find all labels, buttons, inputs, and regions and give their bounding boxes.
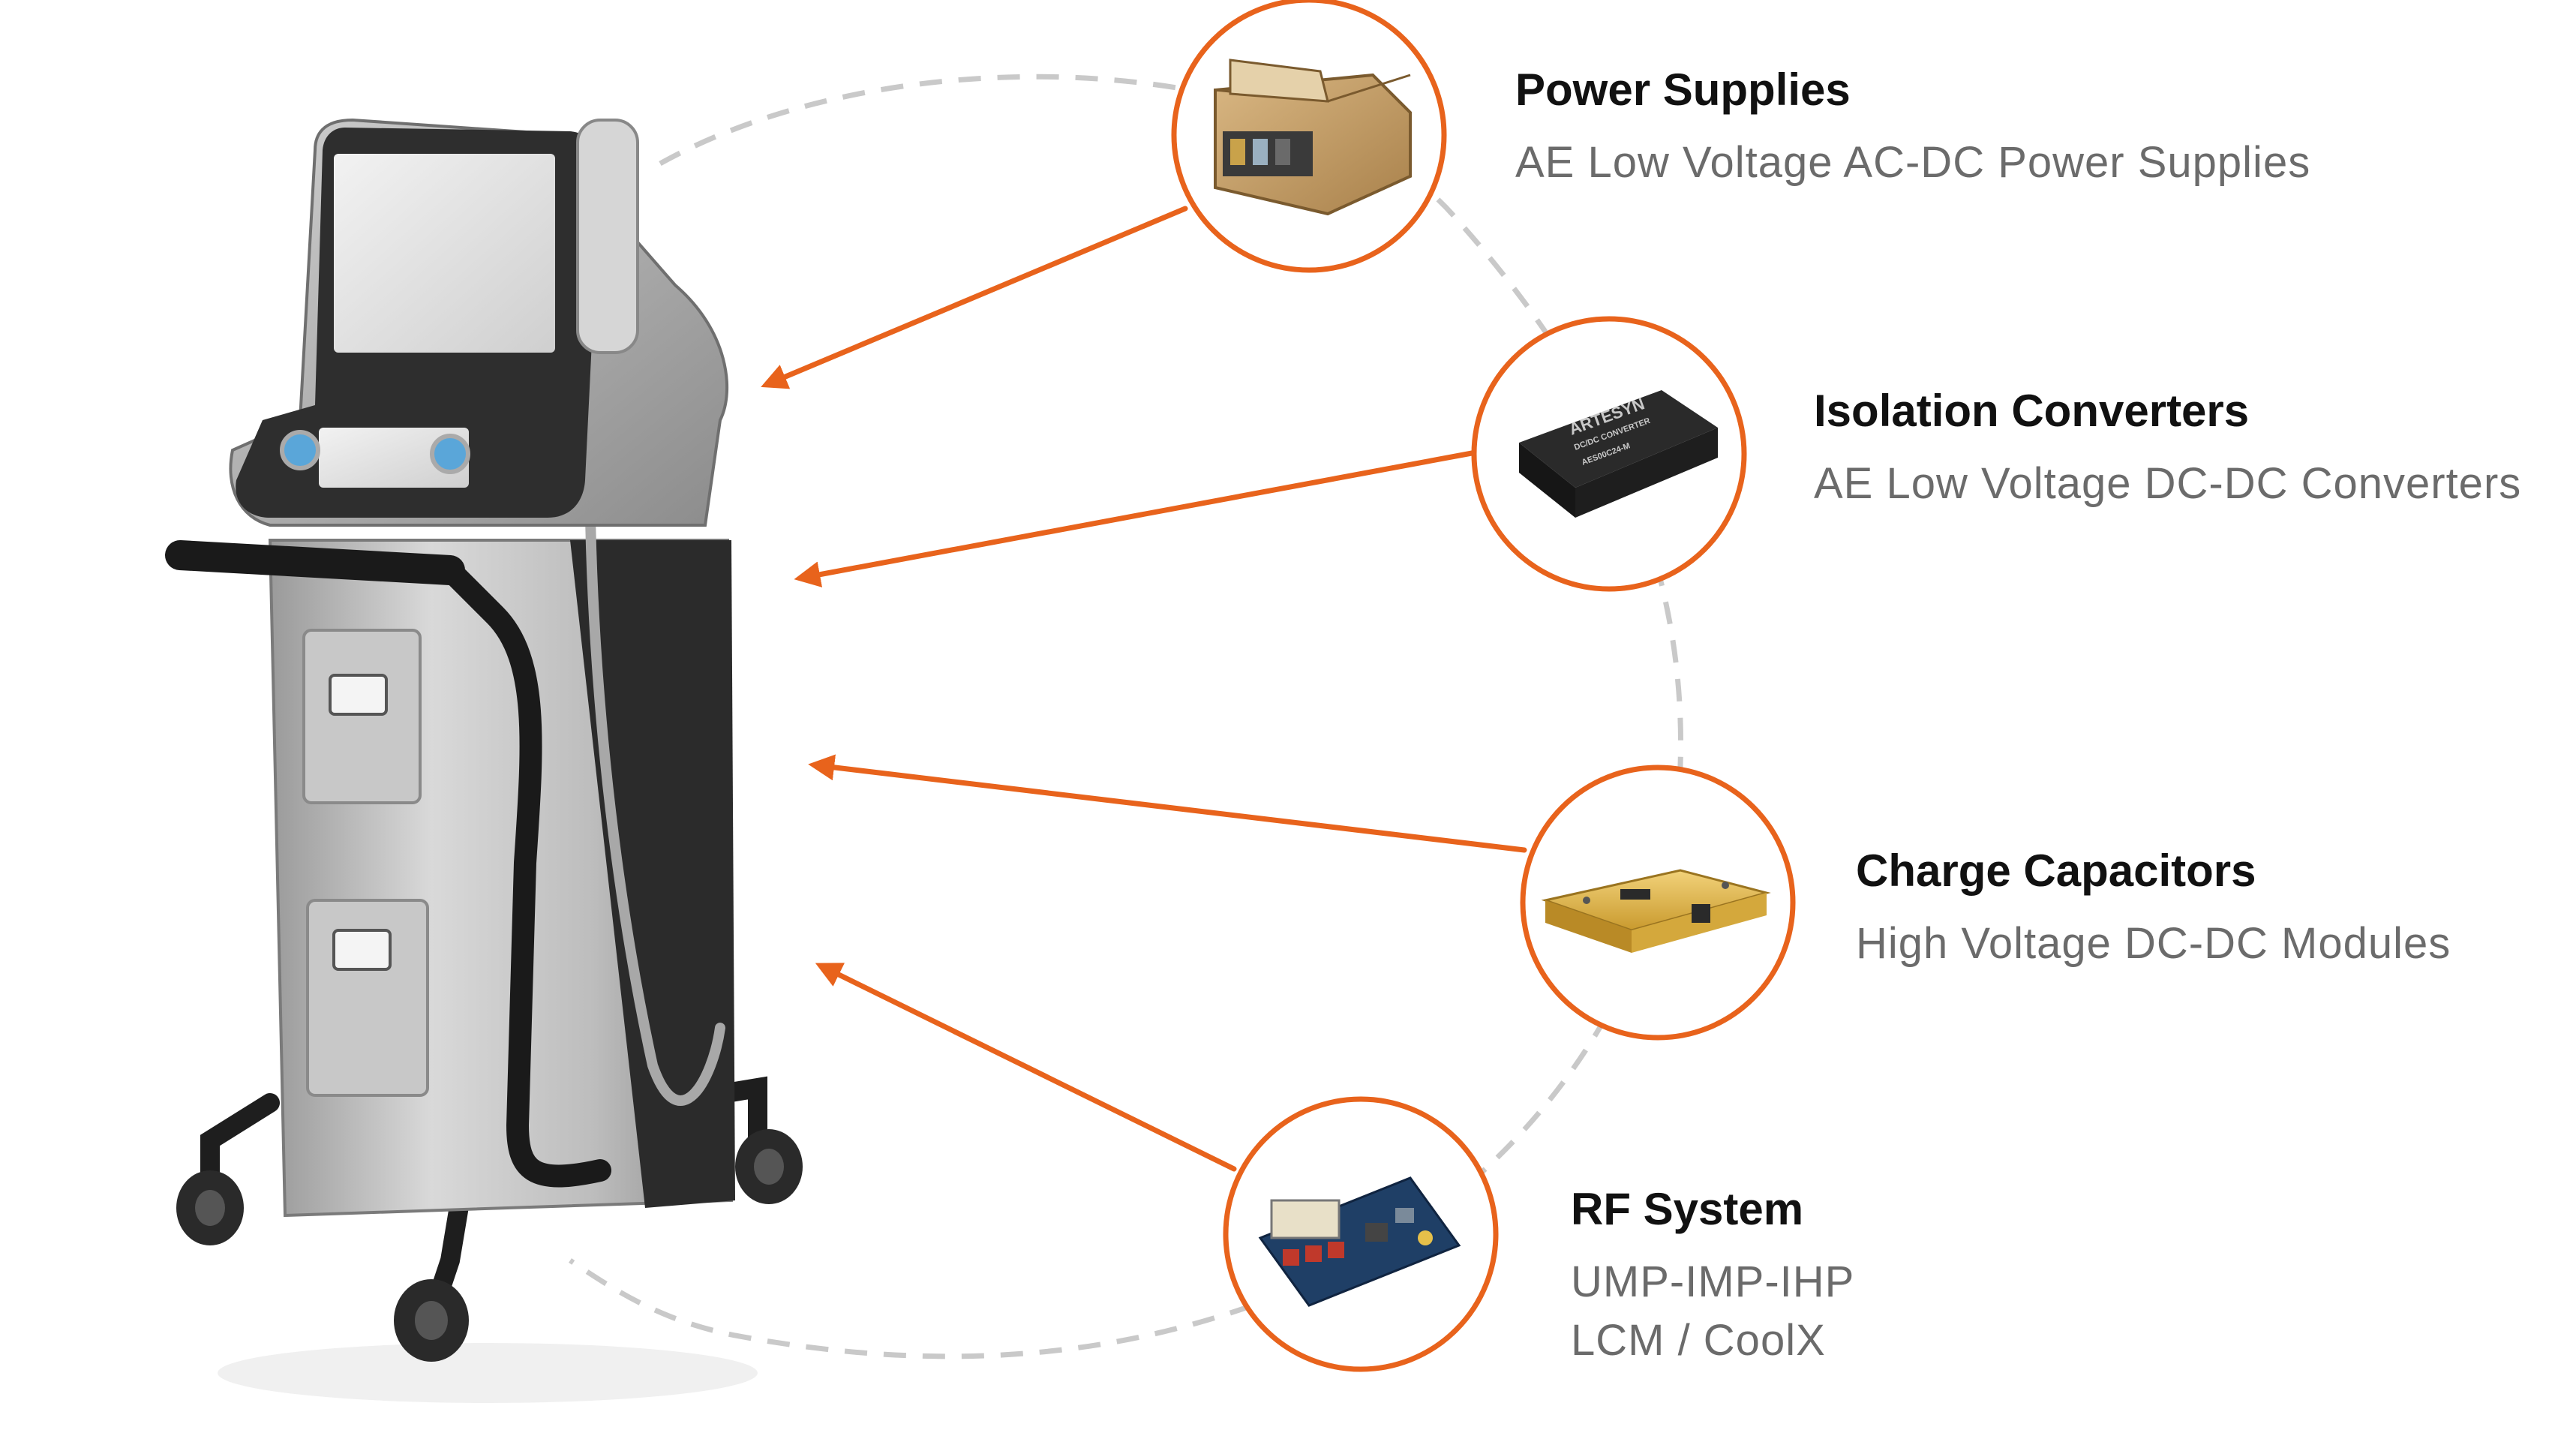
- component-title: Power Supplies: [1515, 65, 1851, 115]
- label-isolation-converters: Isolation Converters AE Low Voltage DC-D…: [1814, 384, 2521, 513]
- component-subtitle: AE Low Voltage DC-DC Converters: [1814, 459, 2522, 508]
- component-subtitle: UMP-IMP-IHP: [1571, 1257, 1855, 1306]
- drawer-lower: [306, 899, 429, 1097]
- label-charge-capacitors: Charge Capacitors High Voltage DC-DC Mod…: [1856, 844, 2451, 973]
- wheel: [176, 1170, 244, 1245]
- arrow-rf-system: [815, 963, 1237, 1172]
- medical-cart-device: [165, 118, 803, 1403]
- component-subtitle: LCM / CoolX: [1571, 1316, 1826, 1365]
- dc-dc-converter-chip-icon: ARTESYN DC/DC CONVERTER AES00C24-M: [1471, 316, 1747, 592]
- handpiece: [576, 119, 639, 354]
- arrow-charge-capacitors: [808, 754, 1527, 853]
- wheel: [735, 1129, 803, 1204]
- component-title: Isolation Converters: [1814, 386, 2250, 436]
- drawer-upper: [302, 629, 422, 804]
- device-screen: [334, 154, 555, 353]
- control-knob: [430, 434, 470, 474]
- control-display: [319, 428, 469, 488]
- arrows: [761, 206, 1527, 1172]
- component-subtitle: AE Low Voltage AC-DC Power Supplies: [1515, 138, 2311, 187]
- arrow-isolation-converters: [794, 450, 1475, 587]
- control-knob: [280, 430, 320, 470]
- component-title: Charge Capacitors: [1856, 846, 2256, 896]
- arrow-power-supplies: [761, 206, 1188, 389]
- component-title: RF System: [1571, 1184, 1804, 1234]
- component-subtitle: High Voltage DC-DC Modules: [1856, 919, 2451, 968]
- hv-dc-dc-module-icon: [1520, 765, 1796, 1041]
- rf-circuit-board-icon: [1223, 1096, 1499, 1372]
- power-supply-module-icon: [1171, 0, 1447, 273]
- label-rf-system: RF System UMP-IMP-IHP LCM / CoolX: [1571, 1182, 1854, 1370]
- wheel: [394, 1279, 469, 1362]
- label-power-supplies: Power Supplies AE Low Voltage AC-DC Powe…: [1515, 63, 2310, 192]
